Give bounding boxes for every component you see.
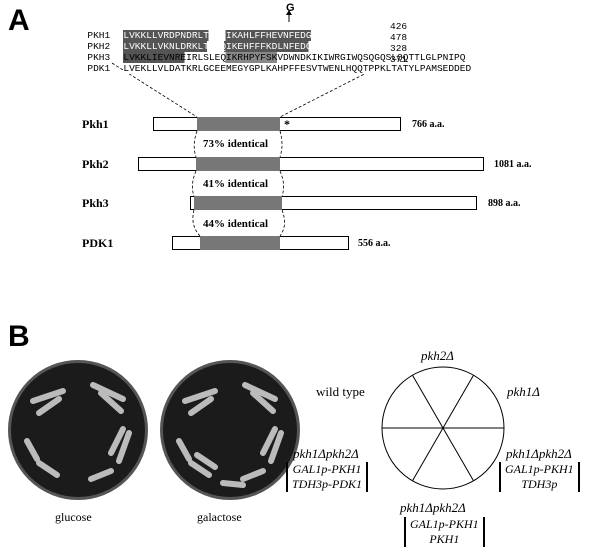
sequence: LVKKLIEVNREIRLSLEQIKRHPYFSKVDWNDKIKIWRGI… bbox=[123, 52, 466, 63]
alignment-num-pkh3: 328 bbox=[390, 43, 408, 54]
protein-label-pkh2: Pkh2 bbox=[82, 157, 109, 171]
mutation-label: G bbox=[286, 2, 295, 14]
sequence: LVKKLLVRDPNDRLTIKQIKAHLFFHEVNFEDGSVWDDNP… bbox=[123, 30, 466, 41]
kinase-domain-pkh3 bbox=[194, 196, 282, 210]
protein-label-pdk1: PDK1 bbox=[82, 236, 114, 250]
protein-label-pkh1: Pkh1 bbox=[82, 117, 109, 131]
sequence: LVKKLLVKNLDRKLTIDQIKEHFFFKDLNFEDGSVWSKTP… bbox=[123, 41, 460, 52]
key-wild-type: wild type bbox=[316, 384, 365, 399]
kinase-domain-pdk1 bbox=[200, 236, 280, 250]
identity-pkh3: 41% identical bbox=[203, 178, 269, 190]
key-double-right: pkh1Δpkh2Δ bbox=[506, 446, 572, 461]
protein-length-pkh2: 1081 a.a. bbox=[494, 159, 532, 170]
protein-label-pkh3: Pkh3 bbox=[82, 196, 109, 210]
key-pkh2: pkh2Δ bbox=[421, 348, 454, 363]
identity-pdk1: 44% identical bbox=[203, 218, 269, 230]
panel-b-label: B bbox=[8, 320, 30, 353]
alignment-num-pkh1: 426 bbox=[390, 21, 408, 32]
alignment-num-pdk1: 371 bbox=[390, 54, 408, 65]
plate-galactose bbox=[160, 360, 300, 500]
key-pkh1: pkh1Δ bbox=[507, 384, 540, 399]
plate-caption-galactose: galactose bbox=[197, 510, 242, 524]
sequence: LVEKLLVLDATKRLGCEEMEGYGPLKAHPFFESVTWENLH… bbox=[123, 63, 472, 74]
protein-length-pkh3: 898 a.a. bbox=[488, 198, 521, 209]
protein-length-pkh1: 766 a.a. bbox=[412, 119, 445, 130]
kinase-domain-pkh1 bbox=[197, 117, 280, 131]
key-double-bottom: pkh1Δpkh2Δ bbox=[400, 500, 466, 515]
plate-streaks-glucose bbox=[24, 382, 132, 482]
plate-streaks-galactose bbox=[176, 382, 284, 488]
key-double-left: pkh1Δpkh2Δ bbox=[293, 446, 359, 461]
key-double-right-plasmid: GAL1p-PKH1 TDH3p bbox=[499, 462, 580, 492]
plate-glucose bbox=[8, 360, 148, 500]
plate-caption-glucose: glucose bbox=[55, 510, 92, 524]
kinase-domain-pkh2 bbox=[196, 157, 280, 171]
key-double-left-plasmid: GAL1p-PKH1 TDH3p-PDK1 bbox=[286, 462, 369, 492]
key-double-bottom-plasmid: GAL1p-PKH1 PKH1 bbox=[404, 517, 485, 547]
protein-length-pdk1: 556 a.a. bbox=[358, 238, 391, 249]
alignment-num-pkh2: 478 bbox=[390, 32, 408, 43]
panel-a-label: A bbox=[8, 4, 30, 37]
mutation-marker: * bbox=[284, 117, 290, 131]
identity-pkh2: 73% identical bbox=[203, 138, 269, 150]
